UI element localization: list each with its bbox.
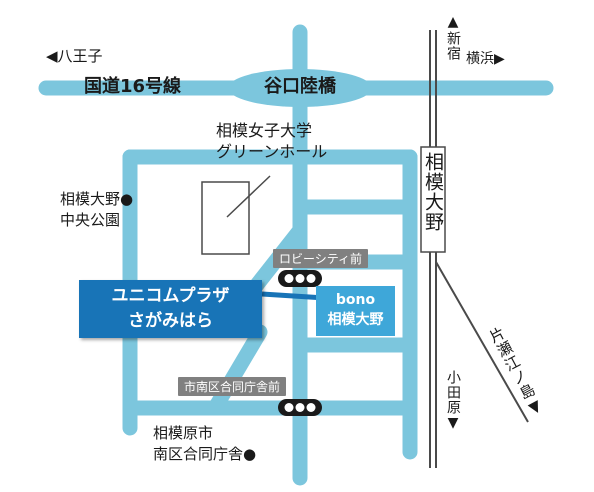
traffic-signal-icon <box>306 403 316 412</box>
rail-enoshima-branch <box>435 261 529 423</box>
taniguchi-bridge <box>228 69 372 107</box>
park-label-line2: 中央公園 <box>60 211 121 229</box>
university-building <box>201 181 250 255</box>
callout-pointer <box>261 291 326 301</box>
office-label-line1: 相模原市 <box>153 424 214 442</box>
lobby-city-stop-sign: ロビーシティ前 <box>273 249 369 268</box>
road-diagonal-lower <box>207 324 268 416</box>
station-box <box>420 146 446 253</box>
office-stop-sign: 市南区合同庁舎前 <box>178 377 287 396</box>
hachioji-direction-label: ◀八王子 <box>46 47 103 65</box>
university-pointer <box>226 175 271 218</box>
callout-line1: ユニコムプラザ <box>111 286 230 306</box>
university-label-line2: グリーンホール <box>216 142 328 161</box>
traffic-signal-icon <box>306 274 316 283</box>
route16-label: 国道16号線 <box>84 76 182 97</box>
shinjuku-direction-label: ▲新宿 <box>445 14 461 61</box>
bono-line1: bono <box>335 292 376 308</box>
odawara-direction-label: 小田原▼ <box>445 370 461 432</box>
traffic-signal-icon <box>284 403 294 412</box>
traffic-signal-lower <box>278 399 322 416</box>
traffic-signal-icon <box>295 403 305 412</box>
yokohama-direction-label: 横浜▶ <box>466 51 505 67</box>
bono-building: bono 相模大野 <box>316 286 395 336</box>
park-label-line1: 相模大野● <box>60 190 134 208</box>
traffic-signal-icon <box>284 274 294 283</box>
traffic-signal-upper <box>278 270 322 287</box>
bono-line2: 相模大野 <box>327 312 384 328</box>
university-label-line1: 相模女子大学 <box>216 121 313 140</box>
unicom-plaza-callout: ユニコムプラザ さがみはら <box>79 280 262 338</box>
office-label-line2: 南区合同庁舎● <box>153 445 257 463</box>
taniguchi-bridge-label: 谷口陸橋 <box>264 76 336 97</box>
traffic-signal-icon <box>295 274 305 283</box>
callout-line2: さがみはら <box>128 311 213 331</box>
station-name-label: 相模大野 <box>422 152 444 232</box>
